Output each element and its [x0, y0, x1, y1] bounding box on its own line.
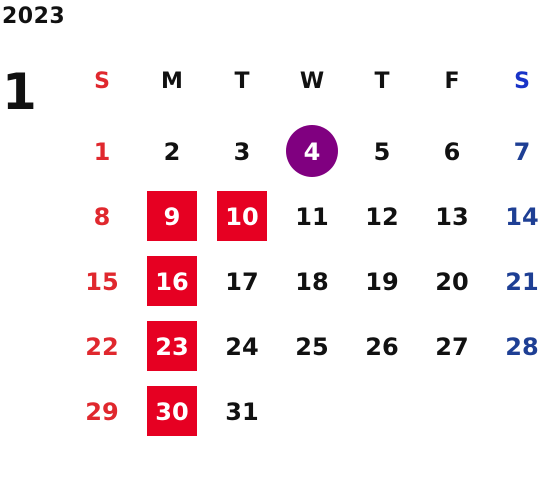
day-cell[interactable]: 28: [505, 332, 539, 361]
weekday-monday: M: [161, 69, 183, 94]
day-cell[interactable]: 21: [505, 267, 539, 296]
day-cell[interactable]: 15: [85, 267, 119, 296]
day-cell[interactable]: 26: [365, 332, 399, 361]
day-cell[interactable]: 11: [295, 202, 329, 231]
day-cell[interactable]: 13: [435, 202, 469, 231]
day-cell[interactable]: 17: [225, 267, 259, 296]
day-cell[interactable]: 19: [365, 267, 399, 296]
day-cell[interactable]: 27: [435, 332, 469, 361]
day-cell[interactable]: 18: [295, 267, 329, 296]
weekday-thursday: T: [374, 69, 390, 94]
weekday-wednesday: W: [299, 69, 325, 94]
day-cell[interactable]: 5: [373, 137, 391, 166]
weekday-tuesday: T: [234, 69, 250, 94]
day-cell[interactable]: 31: [225, 397, 259, 426]
day-cell[interactable]: 25: [295, 332, 329, 361]
day-cell[interactable]: 22: [85, 332, 119, 361]
month-label: 1: [2, 63, 37, 121]
weekday-sunday: S: [94, 69, 110, 94]
day-cell-holiday[interactable]: 9: [137, 184, 207, 249]
day-cell[interactable]: 20: [435, 267, 469, 296]
day-cell-holiday[interactable]: 10: [207, 184, 277, 249]
weekday-friday: F: [444, 69, 460, 94]
day-cell[interactable]: 8: [93, 202, 111, 231]
weekday-saturday: S: [514, 69, 530, 94]
day-cell[interactable]: 12: [365, 202, 399, 231]
day-cell[interactable]: 7: [513, 137, 531, 166]
day-cell[interactable]: 2: [163, 137, 181, 166]
day-cell-holiday[interactable]: 16: [137, 249, 207, 314]
day-cell[interactable]: 14: [505, 202, 539, 231]
day-cell[interactable]: 29: [85, 397, 119, 426]
day-cell[interactable]: 1: [93, 137, 111, 166]
day-cell-holiday[interactable]: 23: [137, 314, 207, 379]
day-cell[interactable]: 3: [233, 137, 251, 166]
year-label: 2023: [2, 4, 66, 29]
day-cell-holiday[interactable]: 30: [137, 379, 207, 444]
day-cell[interactable]: 24: [225, 332, 259, 361]
day-cell-today[interactable]: 4: [277, 119, 347, 184]
day-cell[interactable]: 6: [443, 137, 461, 166]
